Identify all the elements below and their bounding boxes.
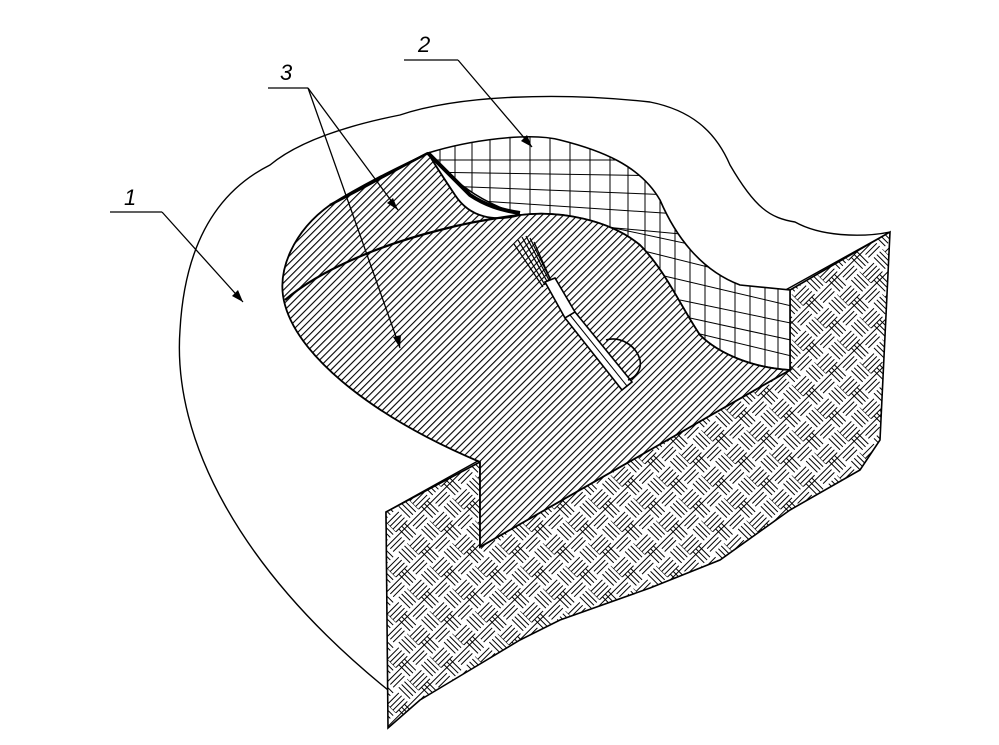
callout-label-1: 1 (124, 185, 136, 210)
callout-1 (110, 211, 244, 303)
callout-2 (404, 59, 533, 148)
callout-label-2: 2 (417, 32, 430, 57)
callout-label-3: 3 (280, 60, 293, 85)
lining-layers (281, 151, 794, 549)
brush-icon (513, 235, 642, 392)
callout-3 (268, 87, 401, 349)
